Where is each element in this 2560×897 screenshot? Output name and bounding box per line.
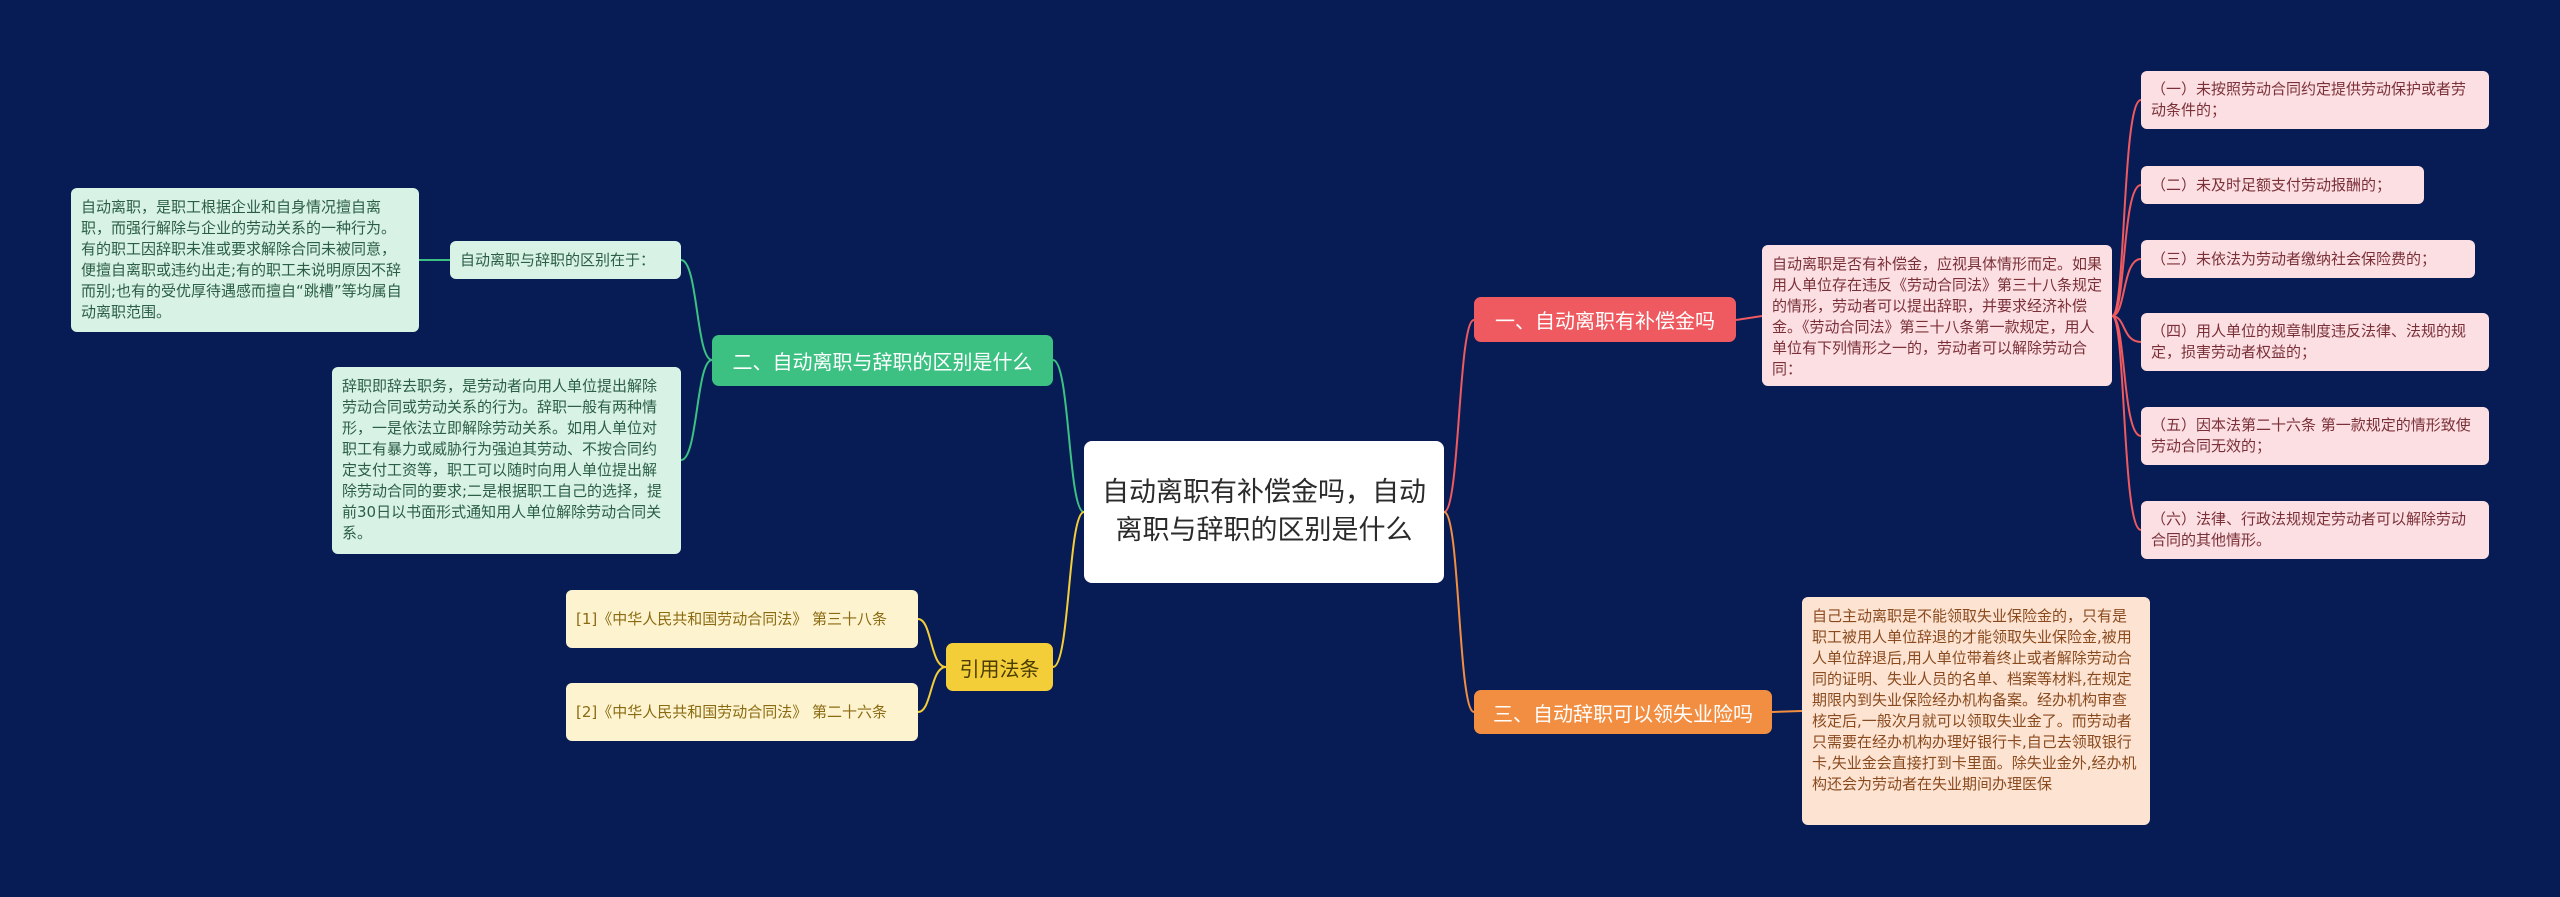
link-detail-item3 xyxy=(2111,258,2142,317)
link-branch2-sub xyxy=(680,259,713,361)
link-detail-item6 xyxy=(2111,315,2142,531)
compensation-item-4[interactable]: （四）用人单位的规章制度违反法律、法规的规定，损害劳动者权益的； xyxy=(2141,313,2489,371)
branch-cited-laws[interactable]: 引用法条 xyxy=(946,643,1053,691)
root-topic[interactable]: 自动离职有补偿金吗，自动离职与辞职的区别是什么 xyxy=(1084,441,1444,583)
link-branch2-detail2 xyxy=(680,359,713,461)
difference-sub-detail[interactable]: 自动离职，是职工根据企业和自身情况擅自离职，而强行解除与企业的劳动关系的一种行为… xyxy=(71,188,419,332)
link-root-branch3 xyxy=(1443,511,1475,713)
link-branch1-detail xyxy=(1735,315,1763,321)
link-branch4-ref1 xyxy=(917,618,947,668)
link-branch4-ref2 xyxy=(917,666,947,713)
cited-law-2[interactable]: [2]《中华人民共和国劳动合同法》 第二十六条 xyxy=(566,683,918,741)
branch-unemployment-insurance[interactable]: 三、自动辞职可以领失业险吗 xyxy=(1474,690,1772,734)
link-root-branch1 xyxy=(1443,319,1475,513)
resignation-detail[interactable]: 辞职即辞去职务，是劳动者向用人单位提出解除劳动合同或劳动关系的行为。辞职一般有两… xyxy=(332,367,681,554)
cited-law-1[interactable]: [1]《中华人民共和国劳动合同法》 第三十八条 xyxy=(566,590,918,648)
compensation-item-1[interactable]: （一）未按照劳动合同约定提供劳动保护或者劳动条件的； xyxy=(2141,71,2489,129)
compensation-detail[interactable]: 自动离职是否有补偿金，应视具体情形而定。如果用人单位存在违反《劳动合同法》第三十… xyxy=(1762,245,2112,386)
unemployment-detail[interactable]: 自己主动离职是不能领取失业保险金的，只有是职工被用人单位辞退的才能领取失业保险金… xyxy=(1802,597,2150,825)
link-root-branch2 xyxy=(1052,359,1085,513)
difference-sub-topic[interactable]: 自动离职与辞职的区别在于： xyxy=(450,241,681,279)
link-root-branch4 xyxy=(1052,511,1085,668)
link-branch3-detail xyxy=(1771,710,1803,713)
link-detail-item2 xyxy=(2111,184,2142,317)
compensation-item-2[interactable]: （二）未及时足额支付劳动报酬的； xyxy=(2141,166,2424,204)
branch-compensation[interactable]: 一、自动离职有补偿金吗 xyxy=(1474,297,1736,342)
link-detail-item1 xyxy=(2111,99,2142,317)
compensation-item-5[interactable]: （五）因本法第二十六条 第一款规定的情形致使劳动合同无效的； xyxy=(2141,407,2489,465)
branch-difference[interactable]: 二、自动离职与辞职的区别是什么 xyxy=(712,335,1053,386)
compensation-item-6[interactable]: （六）法律、行政法规规定劳动者可以解除劳动合同的其他情形。 xyxy=(2141,501,2489,559)
compensation-item-3[interactable]: （三）未依法为劳动者缴纳社会保险费的； xyxy=(2141,240,2475,278)
